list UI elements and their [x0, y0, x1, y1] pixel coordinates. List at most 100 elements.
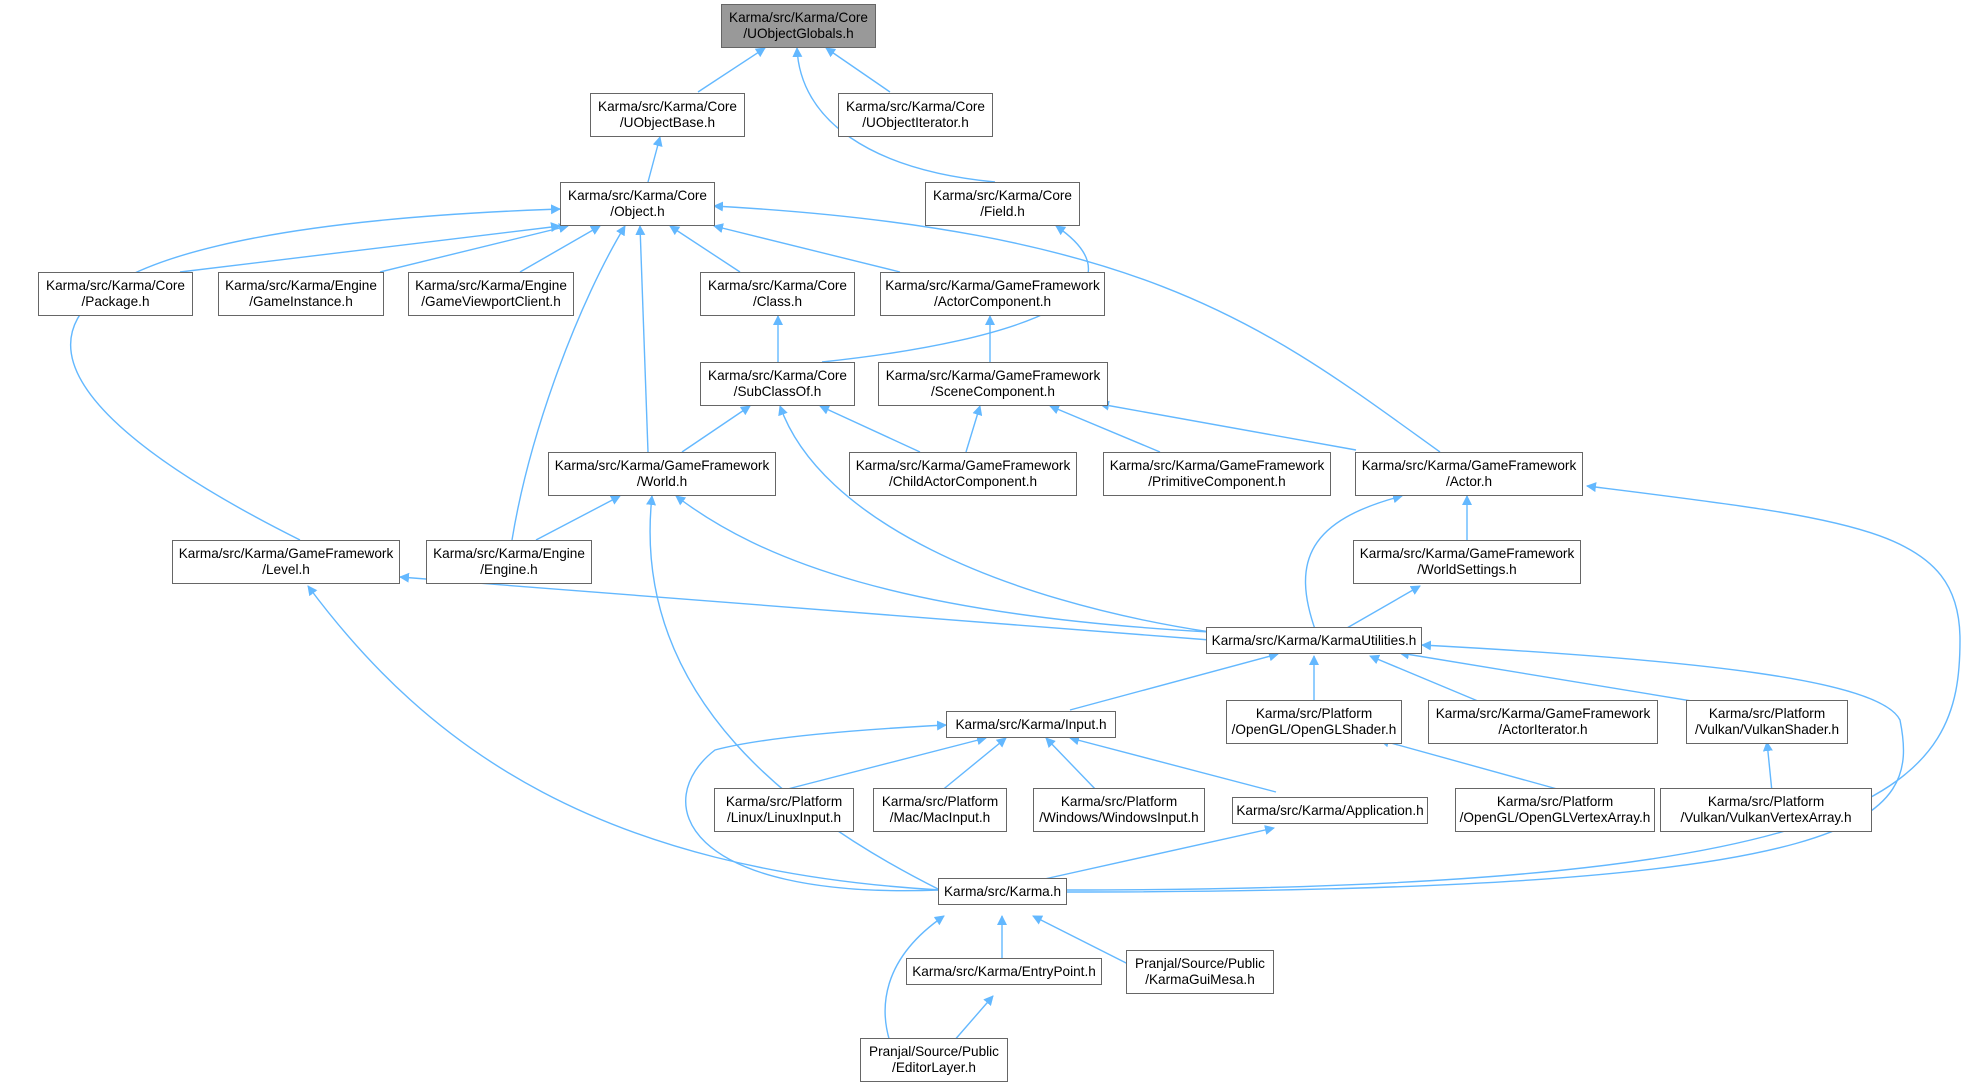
node-line-1: Karma/src/Karma/GameFramework [885, 368, 1101, 383]
node-line-1: Pranjal/Source/Public [1135, 956, 1265, 971]
node-world[interactable]: Karma/src/Karma/GameFramework/World.h [548, 452, 776, 496]
node-object[interactable]: Karma/src/Karma/Core/Object.h [560, 182, 715, 226]
node-uobjectbase[interactable]: Karma/src/Karma/Core/UObjectBase.h [590, 93, 745, 137]
node-openglvertexarray[interactable]: Karma/src/Platform/OpenGL/OpenGLVertexAr… [1455, 788, 1655, 832]
node-vulkanvertexarray[interactable]: Karma/src/Platform/Vulkan/VulkanVertexAr… [1660, 788, 1872, 832]
node-field[interactable]: Karma/src/Karma/Core/Field.h [925, 182, 1080, 226]
node-line-1: Karma/src/Karma.h [943, 883, 1062, 899]
edge-field-to-uobjectglobals [792, 47, 996, 183]
edge-childactorcomponent-to-scenecomponent [965, 405, 983, 453]
node-actorcomponent[interactable]: Karma/src/Karma/GameFramework/ActorCompo… [880, 272, 1105, 316]
node-line-2: /SubClassOf.h [733, 384, 822, 399]
edge-primitivecomponent-to-scenecomponent [1049, 404, 1161, 453]
node-line-2: /Vulkan/VulkanShader.h [1694, 722, 1840, 737]
edge-childactorcomponent-to-subclassof [819, 405, 921, 453]
node-linuxinput[interactable]: Karma/src/Platform/Linux/LinuxInput.h [714, 788, 854, 832]
node-windowsinput[interactable]: Karma/src/Platform/Windows/WindowsInput.… [1033, 788, 1205, 832]
node-line-1: Karma/src/Karma/KarmaUtilities.h [1211, 632, 1417, 648]
edge-karmaguimesa-to-karma [1032, 915, 1141, 971]
node-line-2: /Field.h [980, 204, 1025, 219]
node-line-1: Karma/src/Karma/Core [933, 188, 1072, 203]
edge-engine-to-world [535, 495, 621, 541]
node-macinput[interactable]: Karma/src/Platform/Mac/MacInput.h [873, 788, 1007, 832]
node-uobjectglobals[interactable]: Karma/src/Karma/Core/UObjectGlobals.h [721, 4, 876, 48]
edge-karma-to-karmautilities [1066, 640, 1905, 893]
node-line-2: /OpenGL/OpenGLShader.h [1231, 722, 1397, 737]
edge-windowsinput-to-input [1045, 737, 1099, 793]
node-primitivecomponent[interactable]: Karma/src/Karma/GameFramework/PrimitiveC… [1103, 452, 1331, 496]
node-line-1: Karma/src/Platform [1496, 794, 1614, 809]
node-line-1: Karma/src/Karma/Core [598, 99, 737, 114]
edge-gameviewportclient-to-object [519, 225, 601, 273]
node-line-1: Karma/src/Karma/Input.h [955, 716, 1107, 732]
node-line-2: /World.h [636, 474, 688, 489]
node-line-1: Karma/src/Platform [725, 794, 843, 809]
edge-uobjectiterator-to-uobjectglobals [825, 47, 891, 93]
node-worldsettings[interactable]: Karma/src/Karma/GameFramework/WorldSetti… [1353, 540, 1581, 584]
node-line-2: /Object.h [610, 204, 665, 219]
node-line-1: Karma/src/Karma/Core [46, 278, 185, 293]
node-line-1: Karma/src/Karma/GameFramework [1359, 546, 1575, 561]
node-class[interactable]: Karma/src/Karma/Core/Class.h [700, 272, 855, 316]
node-actoriterator[interactable]: Karma/src/Karma/GameFramework/ActorItera… [1428, 700, 1658, 744]
node-subclassof[interactable]: Karma/src/Karma/Core/SubClassOf.h [700, 362, 855, 406]
edge-actor-to-object [713, 201, 1441, 453]
edge-karma-to-application [1039, 825, 1275, 881]
node-line-2: /ActorIterator.h [1498, 722, 1588, 737]
edge-openglvertexarray-to-openglshader [1379, 737, 1569, 793]
node-line-2: /UObjectIterator.h [862, 115, 969, 130]
edge-actoriterator-to-karmautilities [1369, 654, 1486, 705]
node-openglshader[interactable]: Karma/src/Platform/OpenGL/OpenGLShader.h [1226, 700, 1402, 744]
edge-karma-to-world [646, 495, 941, 891]
edge-uobjectbase-to-uobjectglobals [697, 47, 766, 93]
node-gameinstance[interactable]: Karma/src/Karma/Engine/GameInstance.h [218, 272, 384, 316]
node-childactorcomponent[interactable]: Karma/src/Karma/GameFramework/ChildActor… [849, 452, 1077, 496]
node-entrypoint[interactable]: Karma/src/Karma/EntryPoint.h [906, 958, 1102, 985]
node-line-1: Karma/src/Karma/EntryPoint.h [912, 963, 1096, 979]
edge-input-to-karmautilities [1069, 651, 1279, 711]
edge-level-to-object [70, 204, 561, 541]
edge-object-to-uobjectbase [647, 136, 663, 183]
node-line-1: Karma/src/Karma/Core [568, 188, 707, 203]
node-line-2: /SceneComponent.h [931, 384, 1055, 399]
node-line-2: /UObjectBase.h [619, 115, 716, 130]
edge-engine-to-object [511, 225, 626, 541]
node-line-2: /UObjectGlobals.h [743, 26, 854, 41]
edge-karmautilities-to-subclassof [778, 405, 1211, 633]
node-gameviewportclient[interactable]: Karma/src/Karma/Engine/GameViewportClien… [408, 272, 574, 316]
node-line-2: /Linux/LinuxInput.h [726, 810, 842, 825]
node-line-1: Karma/src/Karma/Engine [225, 278, 377, 293]
node-line-2: /Package.h [81, 294, 150, 309]
node-editorlayer[interactable]: Pranjal/Source/Public/EditorLayer.h [860, 1038, 1008, 1082]
edge-editorlayer-to-karma [884, 915, 945, 1043]
edge-actor-to-scenecomponent [1099, 400, 1357, 451]
node-line-1: Karma/src/Karma/GameFramework [1435, 706, 1651, 721]
node-line-2: /Mac/MacInput.h [889, 810, 991, 825]
node-input[interactable]: Karma/src/Karma/Input.h [946, 711, 1116, 738]
node-line-2: /Level.h [262, 562, 310, 577]
node-line-2: /EditorLayer.h [892, 1060, 976, 1075]
node-level[interactable]: Karma/src/Karma/GameFramework/Level.h [172, 540, 400, 584]
edge-editorlayer-to-entrypoint [952, 995, 994, 1043]
edge-karma-to-level [307, 585, 941, 891]
node-line-1: Karma/src/Karma/GameFramework [554, 458, 770, 473]
node-vulkanshader[interactable]: Karma/src/Platform/Vulkan/VulkanShader.h [1686, 700, 1848, 744]
node-line-1: Karma/src/Karma/Engine [433, 546, 585, 561]
node-line-1: Karma/src/Karma/GameFramework [1109, 458, 1325, 473]
node-karmautilities[interactable]: Karma/src/Karma/KarmaUtilities.h [1206, 627, 1422, 654]
node-line-2: /ChildActorComponent.h [888, 474, 1038, 489]
node-line-1: Karma/src/Karma/GameFramework [1361, 458, 1577, 473]
node-line-1: Karma/src/Karma/GameFramework [178, 546, 394, 561]
node-engine[interactable]: Karma/src/Karma/Engine/Engine.h [426, 540, 592, 584]
node-karma[interactable]: Karma/src/Karma.h [938, 878, 1067, 905]
edge-package-to-object [179, 222, 561, 273]
node-actor[interactable]: Karma/src/Karma/GameFramework/Actor.h [1355, 452, 1583, 496]
edge-karma-to-actor [1066, 482, 1961, 891]
node-application[interactable]: Karma/src/Karma/Application.h [1232, 797, 1428, 824]
node-scenecomponent[interactable]: Karma/src/Karma/GameFramework/SceneCompo… [878, 362, 1108, 406]
node-karmaguimesa[interactable]: Pranjal/Source/Public/KarmaGuiMesa.h [1126, 950, 1274, 994]
node-uobjectiterator[interactable]: Karma/src/Karma/Core/UObjectIterator.h [838, 93, 993, 137]
edge-world-to-subclassof [681, 405, 751, 453]
node-package[interactable]: Karma/src/Karma/Core/Package.h [38, 272, 193, 316]
